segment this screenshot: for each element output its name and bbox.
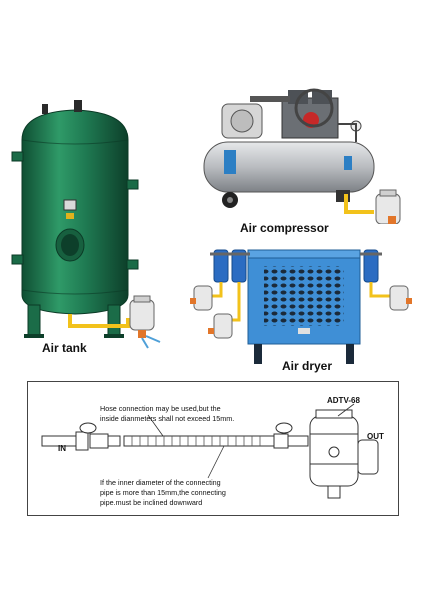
air-tank-illustration bbox=[11, 100, 161, 349]
hose-note-line1: Hose connection may be used,but the bbox=[100, 404, 221, 413]
hose-note-line2: inside dianmeters shall not exceed 15mm. bbox=[100, 414, 235, 423]
pipe-connection-drawing bbox=[41, 403, 379, 499]
air-compressor-illustration bbox=[203, 88, 401, 224]
installation-diagram-panel: IN OUT ADTV-68 Hose connection may be us… bbox=[27, 381, 399, 516]
out-label: OUT bbox=[367, 432, 384, 441]
in-label: IN bbox=[58, 444, 66, 453]
model-label: ADTV-68 bbox=[327, 396, 360, 405]
pipe-note-line1: If the inner diameter of the connecting bbox=[100, 478, 221, 487]
pipe-note-line3: pipe.must be inclined downward bbox=[100, 498, 203, 507]
air-tank-label: Air tank bbox=[42, 341, 87, 355]
air-dryer-label: Air dryer bbox=[282, 359, 333, 373]
pipe-note-line2: pipe is more than 15mm,the connecting bbox=[100, 488, 226, 497]
air-compressor-label: Air compressor bbox=[240, 221, 329, 235]
air-dryer-illustration bbox=[190, 249, 412, 364]
